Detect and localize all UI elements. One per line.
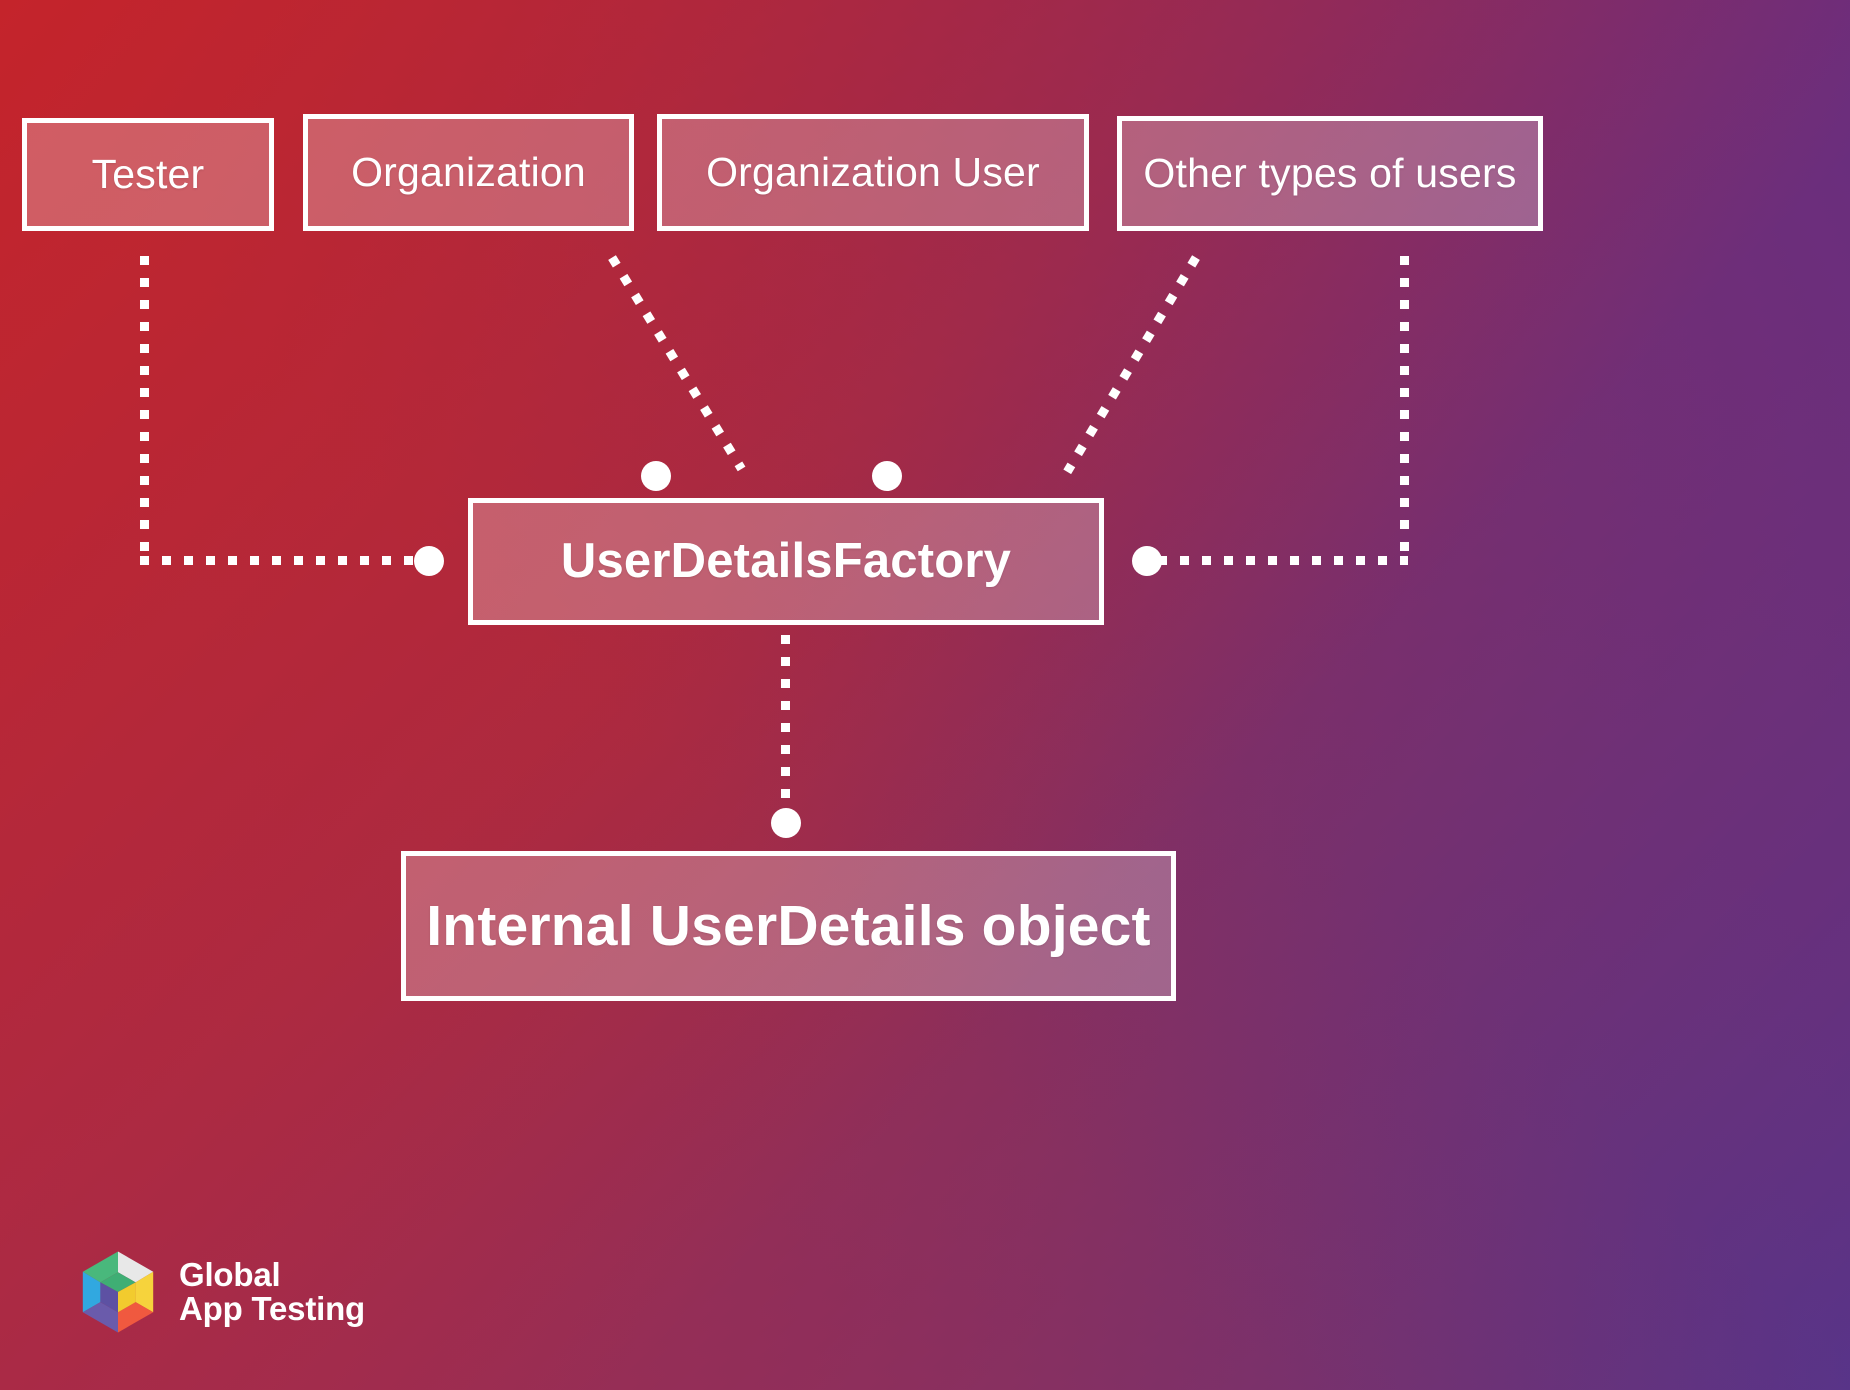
- connector-other-users-horizontal: [1158, 556, 1408, 565]
- connector-endpoint-dot-organization: [641, 461, 671, 491]
- node-user-details-factory-label: UserDetailsFactory: [560, 533, 1012, 588]
- global-app-testing-wordmark: Global App Testing: [179, 1256, 366, 1327]
- node-user-details-factory[interactable]: UserDetailsFactory: [468, 498, 1104, 625]
- connector-endpoint-dot-tester: [414, 546, 444, 576]
- node-organization-user[interactable]: Organization User: [657, 114, 1089, 231]
- node-organization-label: Organization: [351, 148, 586, 195]
- node-tester[interactable]: Tester: [22, 118, 274, 231]
- node-other-types-of-users-label: Other types of users: [1143, 149, 1517, 196]
- node-tester-label: Tester: [91, 150, 205, 197]
- connector-tester-vertical: [140, 256, 149, 562]
- connector-endpoint-dot-organization-user: [872, 461, 902, 491]
- global-app-testing-hexagon-icon: [74, 1248, 162, 1336]
- global-app-testing-logo: Global App Testing: [74, 1248, 365, 1336]
- connector-tester-horizontal: [140, 556, 430, 565]
- node-organization-user-label: Organization User: [706, 148, 1040, 195]
- connector-factory-to-object-vertical: [781, 635, 790, 815]
- connector-organization-user-diagonal: [1063, 255, 1200, 475]
- connector-endpoint-dot-other-users: [1132, 546, 1162, 576]
- connector-endpoint-dot-internal-object: [771, 808, 801, 838]
- node-organization[interactable]: Organization: [303, 114, 634, 231]
- node-other-types-of-users[interactable]: Other types of users: [1117, 116, 1543, 231]
- node-internal-user-details-object[interactable]: Internal UserDetails object: [401, 851, 1176, 1001]
- node-internal-user-details-object-label: Internal UserDetails object: [426, 893, 1151, 958]
- connector-other-users-vertical: [1400, 256, 1409, 562]
- connector-organization-diagonal: [608, 255, 746, 472]
